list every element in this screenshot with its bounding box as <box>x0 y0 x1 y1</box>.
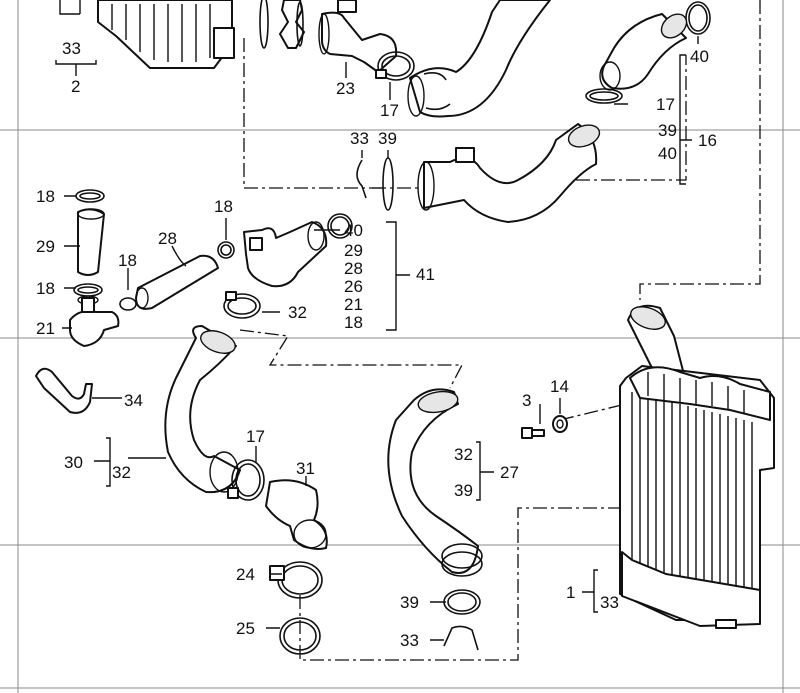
part-32-clamp-mid <box>223 291 261 319</box>
part-18-clamp-d <box>217 241 235 259</box>
part-1-intercooler <box>619 304 775 629</box>
callout-32-b: 32 <box>454 445 473 464</box>
callout-33-low: 33 <box>400 631 419 650</box>
callout-40-right: 40 <box>658 144 677 163</box>
part-27-hose <box>387 388 483 577</box>
part-2-intercooler-upper <box>59 0 235 69</box>
callout-3: 3 <box>522 391 531 410</box>
callout-24: 24 <box>236 565 255 584</box>
callout-39-b: 39 <box>454 481 473 500</box>
callout-41: 41 <box>416 265 435 284</box>
assembly-reference-lines <box>239 0 761 661</box>
part-29-hose <box>77 208 105 276</box>
upper-right-elbow-hose <box>599 13 688 91</box>
callout-14: 14 <box>550 377 569 396</box>
part-30-hose <box>164 325 241 494</box>
part-17-clamp-low <box>227 459 265 501</box>
part-39-ring-low <box>443 589 481 615</box>
part-17-clamp-right <box>585 88 623 104</box>
callout-28: 28 <box>158 229 177 248</box>
callout-31: 31 <box>296 459 315 478</box>
part-31-elbow <box>265 479 328 550</box>
callout-39-mid: 39 <box>378 129 397 148</box>
leader-lines <box>62 36 699 641</box>
part-34-bent-tube <box>35 367 93 414</box>
callout-28-group: 28 <box>344 259 363 278</box>
callout-2: 2 <box>71 77 80 96</box>
callout-17-right: 17 <box>656 95 675 114</box>
callout-16: 16 <box>698 131 717 150</box>
top-seals-group <box>259 0 305 49</box>
group-brackets <box>55 54 692 613</box>
callout-17-low: 17 <box>246 427 265 446</box>
callout-39-low: 39 <box>400 593 419 612</box>
callout-1: 1 <box>566 583 575 602</box>
callout-27: 27 <box>500 463 519 482</box>
part-28-hose <box>135 254 219 310</box>
part-39-ring-mid <box>382 157 394 211</box>
callout-29: 29 <box>36 237 55 256</box>
callout-30: 30 <box>64 453 83 472</box>
callout-26-group: 26 <box>344 277 363 296</box>
callout-34: 34 <box>124 391 143 410</box>
callout-18-group: 18 <box>344 313 363 332</box>
callout-40-group: 40 <box>344 221 363 240</box>
part-33-clip-low <box>443 625 479 651</box>
mid-hose-with-flange <box>417 123 601 223</box>
callout-33-mid: 33 <box>350 129 369 148</box>
part-17-clamp-top <box>375 51 415 81</box>
callout-25: 25 <box>236 619 255 638</box>
part-41-hose-assembly <box>243 213 353 288</box>
part-16-main-upper-hose <box>407 0 551 118</box>
callout-18-d: 18 <box>214 197 233 216</box>
callout-33-right: 33 <box>600 593 619 612</box>
callout-40-top: 40 <box>690 47 709 66</box>
callout-33-top-left: 33 <box>62 39 81 58</box>
callout-29-group: 29 <box>344 241 363 260</box>
callout-18-c: 18 <box>118 251 137 270</box>
part-18-clamp-b <box>73 283 103 297</box>
callout-39-right: 39 <box>658 121 677 140</box>
part-23-connector-pipe <box>318 0 398 73</box>
part-25-ring <box>279 617 321 655</box>
part-33-clip-mid <box>356 159 367 199</box>
part-21-thermo-valve <box>69 295 120 347</box>
callout-18-a: 18 <box>36 187 55 206</box>
part-18-clamp-c <box>119 297 137 311</box>
callout-23: 23 <box>336 79 355 98</box>
callout-18-b: 18 <box>36 279 55 298</box>
callout-17-top: 17 <box>380 101 399 120</box>
part-24-clamp <box>269 561 323 599</box>
part-3-bolt <box>521 427 545 439</box>
part-14-nut <box>552 415 568 433</box>
callout-21-group: 21 <box>344 295 363 314</box>
part-18-clamp-a <box>75 189 105 203</box>
part-40-ring-top <box>685 1 711 35</box>
callout-32-a: 32 <box>112 463 131 482</box>
callout-32-clamp: 32 <box>288 303 307 322</box>
callout-21: 21 <box>36 319 55 338</box>
